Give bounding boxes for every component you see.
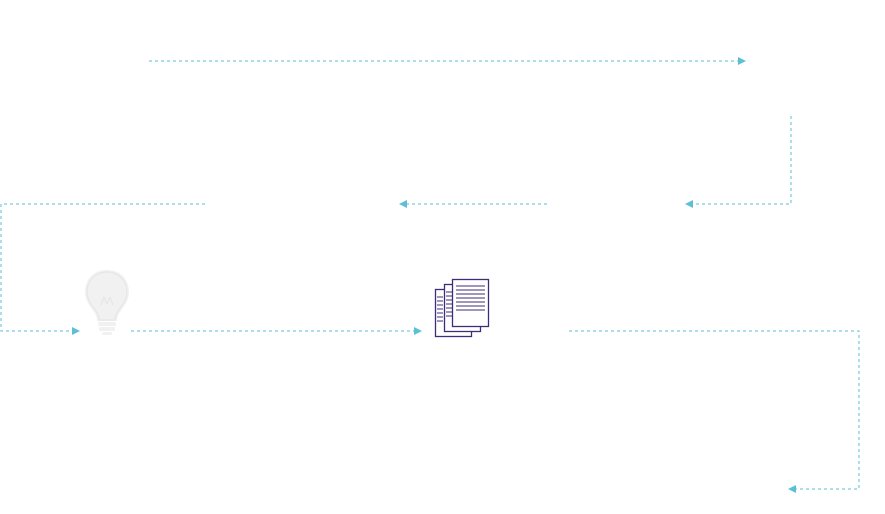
document-sheet-front bbox=[451, 278, 490, 328]
arrowhead-right bbox=[738, 57, 746, 65]
arrowhead-right bbox=[72, 327, 80, 335]
arrowhead-left bbox=[685, 200, 693, 208]
documents-icon bbox=[434, 278, 490, 338]
arrowhead-right bbox=[414, 327, 422, 335]
connector-right-descent bbox=[685, 116, 792, 208]
lightbulb-icon bbox=[85, 270, 129, 335]
connector-left-loop bbox=[0, 203, 205, 335]
connector-middle bbox=[399, 200, 547, 208]
connector-bottom-right bbox=[569, 330, 860, 493]
arrowhead-left bbox=[399, 200, 407, 208]
connector-bulb-to-documents bbox=[131, 327, 422, 335]
connector-top bbox=[149, 57, 746, 65]
arrowhead-left bbox=[788, 485, 796, 493]
